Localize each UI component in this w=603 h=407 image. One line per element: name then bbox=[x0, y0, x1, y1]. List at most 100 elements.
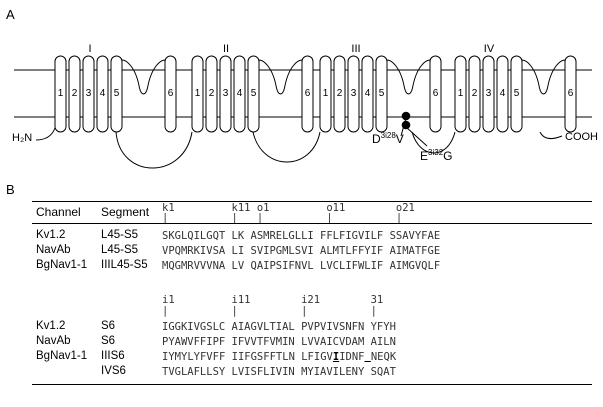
p-loop bbox=[121, 59, 166, 95]
row-segment: L45-S5 bbox=[101, 244, 139, 256]
segment-number: 5 bbox=[379, 88, 385, 99]
row-channel: BgNav1-1 bbox=[36, 350, 88, 362]
table-header-rule bbox=[32, 223, 592, 224]
segment-number: 3 bbox=[223, 88, 229, 99]
mutation-pointer-d bbox=[400, 117, 407, 137]
segment-number: 6 bbox=[305, 88, 311, 99]
transmembrane-segment bbox=[164, 55, 177, 133]
domain-label: II bbox=[223, 43, 229, 55]
row-segment: IIIL45-S5 bbox=[101, 259, 148, 271]
transmembrane-segment bbox=[333, 55, 346, 133]
p-loop bbox=[521, 59, 566, 95]
segment-number: 5 bbox=[251, 88, 257, 99]
c-terminus-label: COOH bbox=[565, 131, 598, 143]
row-channel: NavAb bbox=[36, 244, 71, 256]
transmembrane-segment bbox=[454, 55, 467, 133]
block1-position-ticks: | | | | | bbox=[162, 212, 403, 224]
n-terminus-label: H₂N bbox=[12, 132, 32, 144]
mutation-label-e: E3i32G bbox=[420, 148, 452, 163]
row-sequence: SKGLQILGQT LK ASMRELGLLI FFLFIGVILF SSAV… bbox=[162, 230, 441, 242]
transmembrane-segment bbox=[233, 55, 246, 133]
transmembrane-segment bbox=[375, 55, 388, 133]
row-segment: S6 bbox=[101, 320, 116, 332]
table-bottom-rule bbox=[32, 384, 592, 385]
segment-number: 4 bbox=[500, 88, 506, 99]
transmembrane-segment bbox=[564, 55, 577, 133]
segment-number: 3 bbox=[486, 88, 492, 99]
row-channel: Kv1.2 bbox=[36, 229, 66, 241]
header-segment: Segment bbox=[101, 205, 150, 219]
segment-number: 6 bbox=[168, 88, 174, 99]
segment-number: 1 bbox=[458, 88, 464, 99]
segment-number: 3 bbox=[351, 88, 357, 99]
row-channel: BgNav1-1 bbox=[36, 259, 88, 271]
domain-label: IV bbox=[484, 43, 495, 55]
row-segment: S6 bbox=[101, 335, 116, 347]
transmembrane-segment bbox=[96, 55, 109, 133]
row-sequence: TVGLAFLLSY LVISFLIVIN MYIAVILENY SQAT bbox=[162, 366, 396, 378]
transmembrane-segment bbox=[82, 55, 95, 133]
segment-number: 6 bbox=[568, 88, 574, 99]
transmembrane-segment bbox=[468, 55, 481, 133]
segment-number: 1 bbox=[323, 88, 329, 99]
segment-number: 4 bbox=[100, 88, 106, 99]
linker-iii-iv bbox=[411, 131, 456, 154]
transmembrane-segment bbox=[68, 55, 81, 133]
segment-number: 3 bbox=[86, 88, 92, 99]
transmembrane-segment bbox=[191, 55, 204, 133]
row-channel: Kv1.2 bbox=[36, 320, 66, 332]
row-channel: NavAb bbox=[36, 335, 71, 347]
row-sequence: IGGKIVGSLC AIAGVLTIAL PVPVIVSNFN YFYH bbox=[162, 321, 396, 333]
segment-number: 5 bbox=[114, 88, 120, 99]
panel-b-label: B bbox=[6, 182, 15, 197]
mutation-label-d: D3i28V bbox=[372, 131, 404, 146]
segment-number: 2 bbox=[72, 88, 78, 99]
segment-number: 4 bbox=[237, 88, 243, 99]
transmembrane-segment bbox=[54, 55, 67, 133]
transmembrane-segment bbox=[510, 55, 523, 133]
block2-position-labels: i1 i11 i21 31 bbox=[162, 294, 384, 306]
alignment-table: Channel Segment k1 k11 o1 o11 o21 | | | … bbox=[32, 200, 592, 400]
domain-label: III bbox=[351, 43, 360, 55]
transmembrane-segment bbox=[429, 55, 442, 133]
transmembrane-segment bbox=[319, 55, 332, 133]
header-channel: Channel bbox=[36, 205, 81, 219]
linker-i-ii bbox=[115, 131, 193, 169]
segment-number: 1 bbox=[195, 88, 201, 99]
linker-ii-iii bbox=[252, 131, 321, 163]
row-segment: IIIS6 bbox=[101, 350, 125, 362]
n-terminal-tail bbox=[35, 127, 56, 141]
segment-number: 4 bbox=[365, 88, 371, 99]
domain-label: I bbox=[88, 43, 91, 55]
mutation-dot-upper bbox=[401, 111, 411, 121]
transmembrane-segment bbox=[205, 55, 218, 133]
p-loop bbox=[386, 59, 431, 95]
row-segment: IVS6 bbox=[101, 365, 126, 377]
row-sequence: MQGMRVVVNA LV QAIPSIFNVL LVCLIFWLIF AIMG… bbox=[162, 260, 441, 272]
row-sequence: VPQMRKIVSA LI SVIPGMLSVI ALMTLFFYIF AIMA… bbox=[162, 245, 441, 257]
mutation-pointer-e bbox=[405, 126, 428, 147]
panel-a-label: A bbox=[6, 7, 15, 22]
c-terminal-tail bbox=[539, 131, 563, 140]
segment-number: 2 bbox=[209, 88, 215, 99]
segment-number: 5 bbox=[514, 88, 520, 99]
segment-number: 2 bbox=[472, 88, 478, 99]
segment-number: 6 bbox=[433, 88, 439, 99]
transmembrane-segment bbox=[482, 55, 495, 133]
block1-position-labels: k1 k11 o1 o11 o21 bbox=[162, 202, 415, 214]
row-sequence: PYAWVFFIPF IFVVTFVMIN LVVAICVDAM AILN bbox=[162, 336, 396, 348]
row-segment: L45-S5 bbox=[101, 229, 139, 241]
block2-position-ticks: | | | | bbox=[162, 305, 377, 317]
transmembrane-segment bbox=[219, 55, 232, 133]
transmembrane-segment bbox=[347, 55, 360, 133]
segment-number: 1 bbox=[58, 88, 64, 99]
loop-group bbox=[35, 59, 566, 169]
table-top-rule bbox=[32, 201, 592, 202]
segment-number: 2 bbox=[337, 88, 343, 99]
transmembrane-segment bbox=[496, 55, 509, 133]
transmembrane-segment bbox=[361, 55, 374, 133]
p-loop bbox=[258, 59, 303, 95]
row-sequence-mutated: IYMYLYFVFF IIFGSFFTLN LFIGVIIDNF NEQK bbox=[162, 351, 397, 363]
